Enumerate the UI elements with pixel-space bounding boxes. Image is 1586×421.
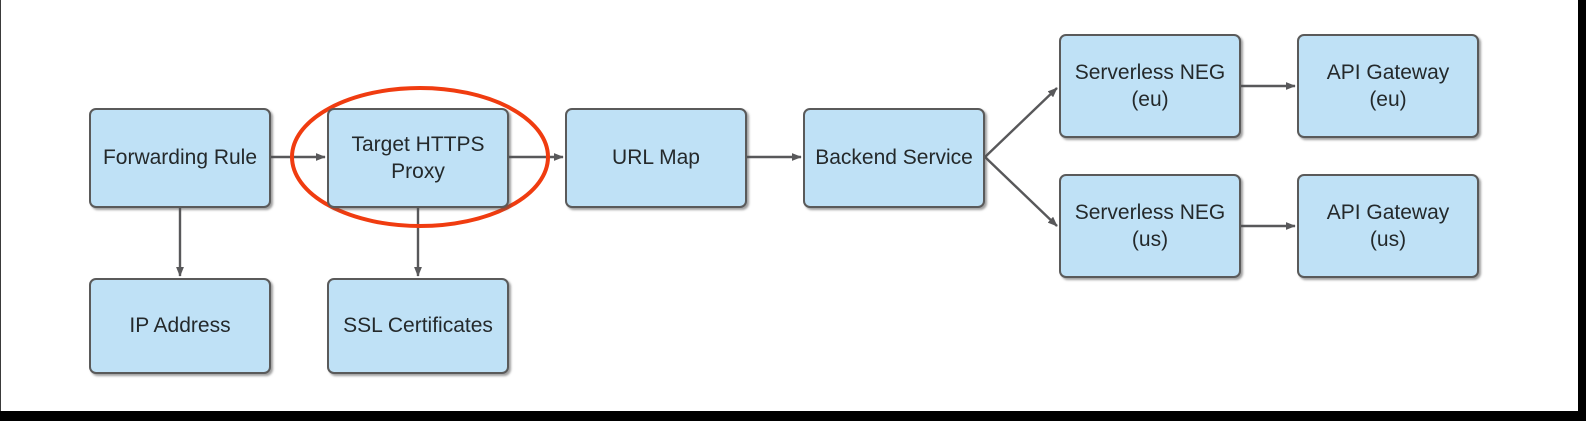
node-target-https-proxy[interactable]: Target HTTPS Proxy bbox=[327, 108, 509, 208]
node-api-gateway-us[interactable]: API Gateway (us) bbox=[1297, 174, 1479, 278]
node-ssl-certificates[interactable]: SSL Certificates bbox=[327, 278, 509, 374]
node-backend-service[interactable]: Backend Service bbox=[803, 108, 985, 208]
edge-backend-to-neg-us bbox=[984, 156, 1058, 227]
canvas-bottom-border bbox=[0, 411, 1586, 421]
node-ip-address[interactable]: IP Address bbox=[89, 278, 271, 374]
node-url-map[interactable]: URL Map bbox=[565, 108, 747, 208]
canvas-right-border bbox=[1578, 0, 1586, 421]
edge-backend-to-neg-eu bbox=[984, 87, 1058, 158]
highlight-ellipse bbox=[290, 86, 550, 228]
node-forwarding-rule[interactable]: Forwarding Rule bbox=[89, 108, 271, 208]
node-serverless-neg-eu[interactable]: Serverless NEG (eu) bbox=[1059, 34, 1241, 138]
node-serverless-neg-us[interactable]: Serverless NEG (us) bbox=[1059, 174, 1241, 278]
node-api-gateway-eu[interactable]: API Gateway (eu) bbox=[1297, 34, 1479, 138]
canvas-left-border bbox=[0, 0, 1, 411]
